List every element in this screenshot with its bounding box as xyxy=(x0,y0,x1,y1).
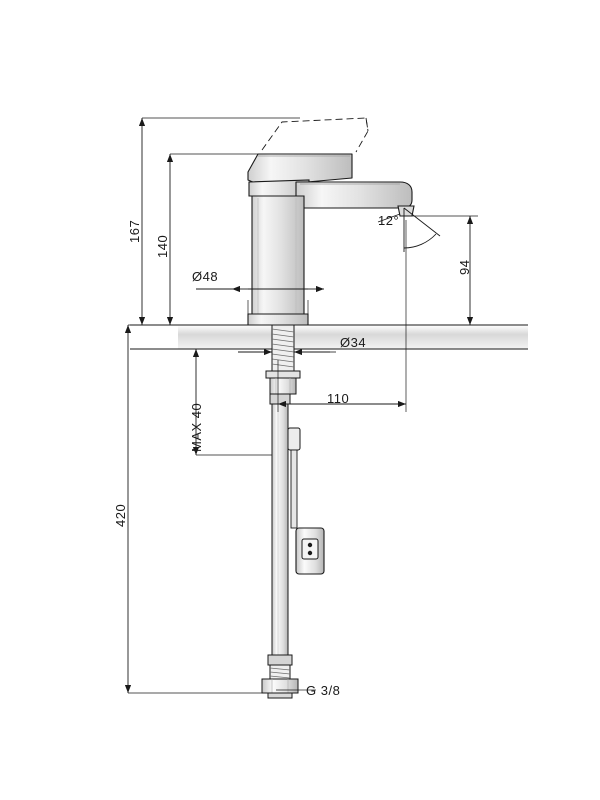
mounting-surface-band xyxy=(130,324,528,350)
angle-dimension-12deg xyxy=(377,207,441,252)
dim-label-diameter-34: Ø34 xyxy=(340,335,367,350)
extension-lines xyxy=(128,117,478,694)
dimension-lines xyxy=(124,118,474,693)
threaded-shank-assembly xyxy=(265,324,301,395)
dim-label-max-40: MAX 40 xyxy=(189,402,204,452)
dim-label-140: 140 xyxy=(155,234,170,258)
dim-label-diameter-48: Ø48 xyxy=(192,269,219,284)
dim-label-420: 420 xyxy=(113,503,128,527)
dim-label-g38-thread: G 3/8 xyxy=(306,683,341,698)
dim-label-167: 167 xyxy=(127,219,142,243)
faucet-body xyxy=(247,117,415,326)
popup-waste-linkage xyxy=(287,427,325,575)
dim-label-angle-12: 12° xyxy=(378,213,400,228)
supply-hose xyxy=(261,393,299,699)
dim-label-110: 110 xyxy=(327,391,350,406)
dim-label-94: 94 xyxy=(457,259,472,275)
